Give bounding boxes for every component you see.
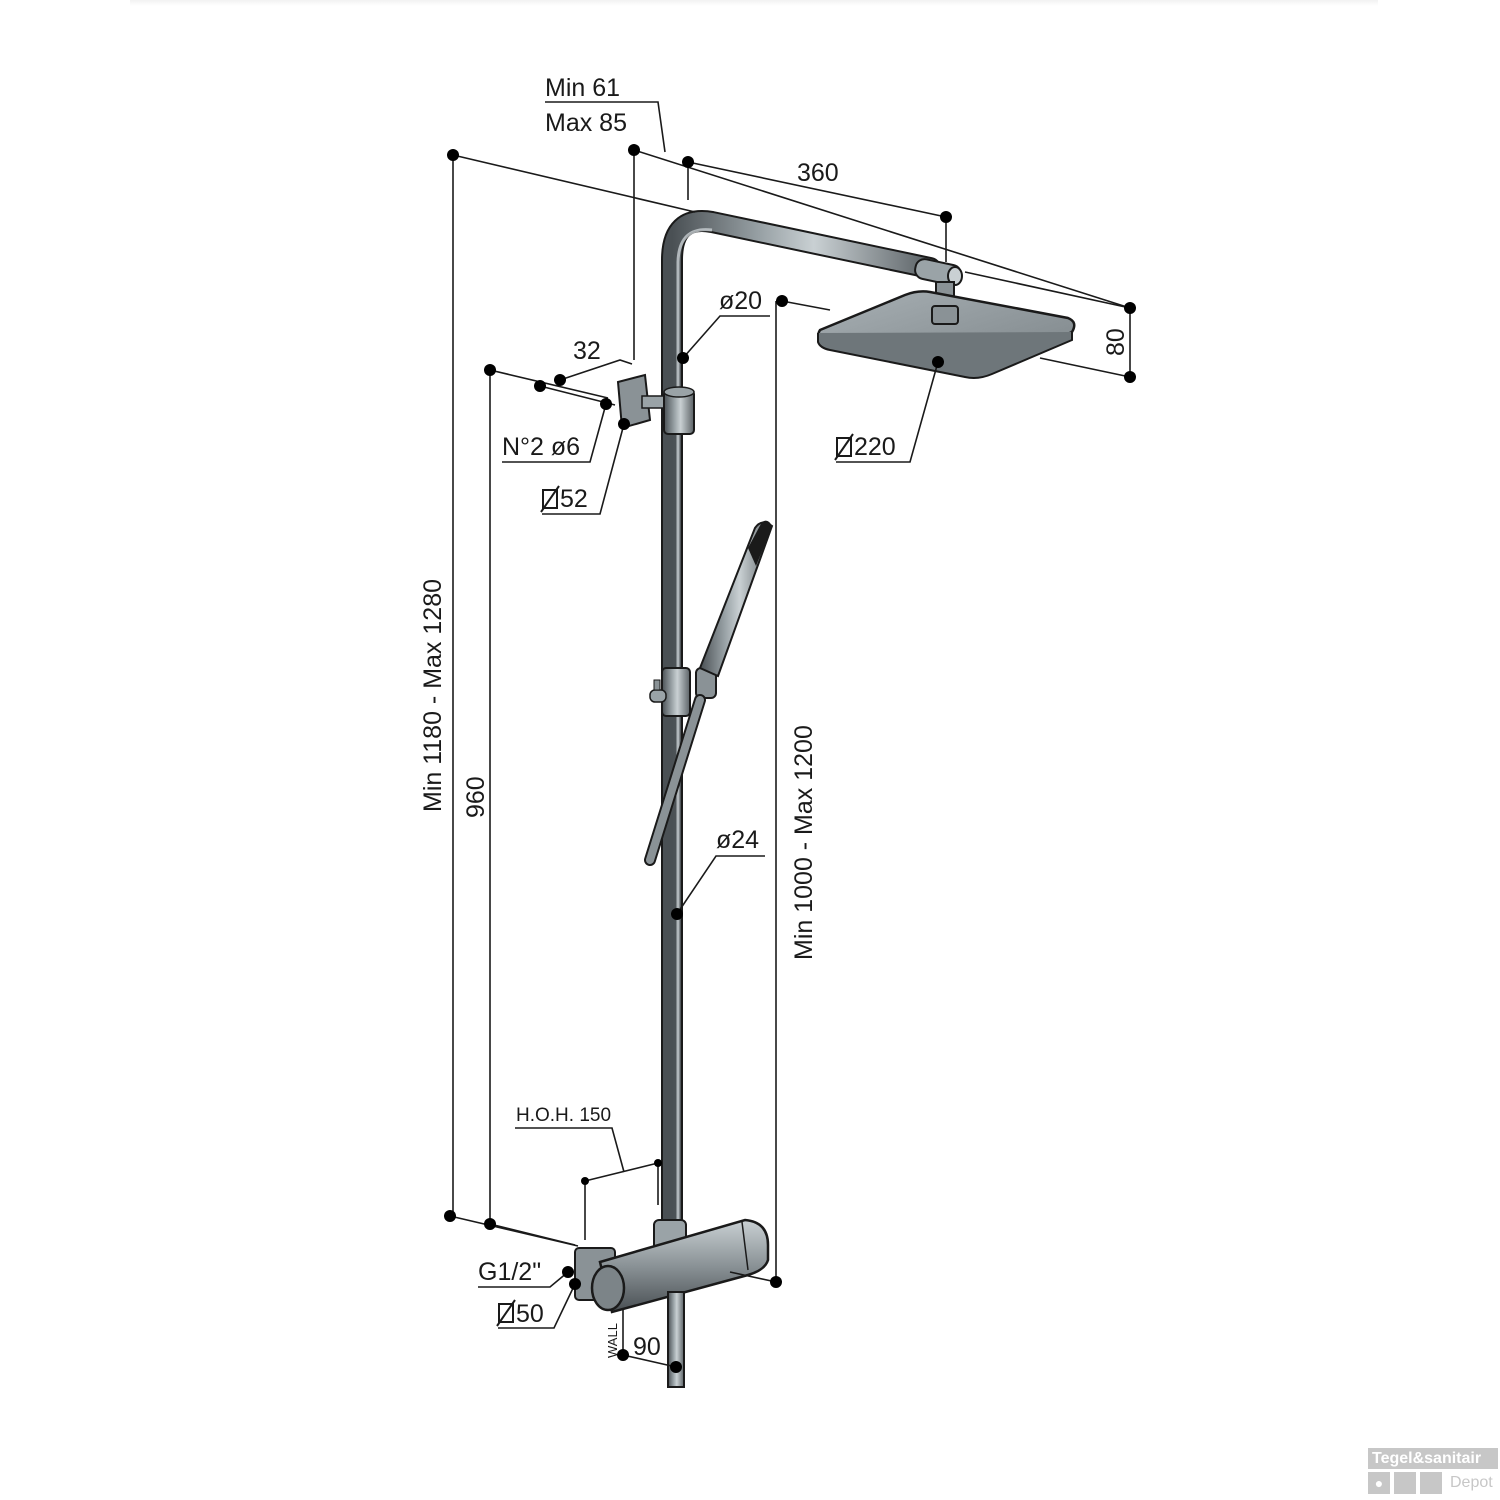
square-diameter-icon: [836, 437, 852, 457]
shower-column: [574, 210, 1076, 1388]
square-diameter-icon: [542, 489, 558, 509]
label-connection: G1/2": [478, 1258, 541, 1286]
label-wall: WALL: [605, 1323, 620, 1358]
watermark-brand-top: Tegel&sanitair: [1368, 1448, 1498, 1469]
svg-text:220: 220: [854, 433, 896, 461]
label-head-to-valve: Min 1000 - Max 1200: [790, 725, 818, 960]
top-wall-bracket: [616, 373, 695, 435]
label-head-size: 220: [834, 433, 896, 461]
dimension-lines: [449, 101, 1131, 1368]
label-total-height: Min 1180 - Max 1280: [419, 579, 447, 812]
label-arm-length: 360: [797, 159, 839, 187]
label-arm-offset-min: Min 61: [545, 74, 620, 102]
label-head-height: 80: [1102, 328, 1130, 356]
label-arm-offset-max: Max 85: [545, 109, 627, 137]
label-wall-distance: 90: [633, 1333, 661, 1361]
label-hoh: H.O.H. 150: [516, 1105, 611, 1126]
square-diameter-icon: [498, 1303, 514, 1323]
label-bracket-depth: 32: [573, 337, 601, 365]
hand-shower-slider: [649, 667, 717, 717]
watermark-brand-bottom: Depot: [1450, 1474, 1493, 1491]
watermark-square: [1394, 1472, 1416, 1494]
label-upper-pipe-diameter: ø20: [719, 287, 762, 315]
label-bracket-diameter: 52: [540, 485, 588, 513]
svg-text:50: 50: [516, 1300, 544, 1328]
label-lower-pipe-diameter: ø24: [716, 826, 759, 854]
thermostatic-valve: [574, 1218, 770, 1388]
dimension-markers: [444, 144, 1136, 1373]
rain-shower-head: [817, 290, 1076, 379]
label-screws: N°2 ø6: [502, 433, 580, 461]
brand-watermark: Tegel&sanitair ● Depot: [1368, 1448, 1498, 1494]
top-divider: [130, 0, 1378, 6]
watermark-square: [1420, 1472, 1442, 1494]
svg-text:52: 52: [560, 485, 588, 513]
hand-shower: [644, 520, 774, 866]
label-bracket-height: 960: [462, 776, 490, 818]
dimension-labels: Min 61 Max 85 360 80 ø20 220 32 N°2 ø6 5…: [419, 74, 1130, 1361]
water-drop-icon: ●: [1368, 1472, 1390, 1494]
label-valve-diameter: 50: [496, 1299, 544, 1328]
